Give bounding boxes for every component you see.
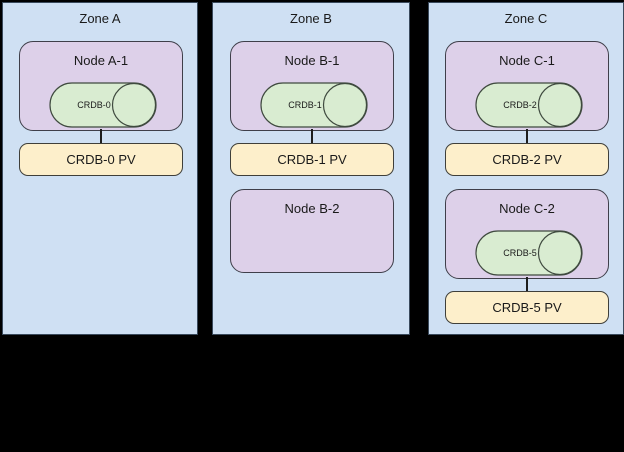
cylinder-shape-icon [475, 230, 583, 276]
node-label-b-1: Node B-1 [284, 53, 340, 68]
zone-container-a: Zone A Node A-1 CRDB-0 CRDB-0 PV [2, 2, 198, 335]
node-box-b-2: Node B-2 [230, 189, 394, 273]
zone-label-c: Zone C [504, 11, 548, 26]
pv-label-crdb-1: CRDB-1 PV [277, 151, 347, 167]
pv-label-crdb-5: CRDB-5 PV [492, 299, 562, 315]
zone-container-b: Zone B Node B-1 CRDB-1 CRDB-1 PV Node B-… [212, 2, 410, 335]
cylinder-label-crdb-2: CRDB-2 [503, 100, 537, 110]
cylinder-shape-icon [49, 82, 157, 128]
node-box-a-1: Node A-1 CRDB-0 [19, 41, 183, 131]
node-box-c-2: Node C-2 CRDB-5 [445, 189, 609, 279]
connector-node-c-2-to-pv [526, 277, 528, 292]
node-box-c-1: Node C-1 CRDB-2 [445, 41, 609, 131]
pv-label-crdb-2: CRDB-2 PV [492, 151, 562, 167]
cylinder-label-crdb-1: CRDB-1 [288, 100, 322, 110]
cylinder-shape-icon [475, 82, 583, 128]
connector-node-c-1-to-pv [526, 129, 528, 144]
node-label-a-1: Node A-1 [73, 53, 129, 68]
pv-box-crdb-2: CRDB-2 PV [445, 143, 609, 176]
connector-node-a-1-to-pv [100, 129, 102, 144]
node-label-c-2: Node C-2 [499, 201, 555, 216]
node-box-b-1: Node B-1 CRDB-1 [230, 41, 394, 131]
zone-label-a: Zone A [79, 11, 121, 26]
cylinder-shape-icon [260, 82, 368, 128]
pv-label-crdb-0: CRDB-0 PV [66, 151, 136, 167]
node-label-c-1: Node C-1 [499, 53, 555, 68]
cylinder-label-crdb-0: CRDB-0 [77, 100, 111, 110]
zone-container-c: Zone C Node C-1 CRDB-2 CRDB-2 PV Node C-… [428, 2, 624, 335]
pv-box-crdb-1: CRDB-1 PV [230, 143, 394, 176]
cylinder-label-crdb-5: CRDB-5 [503, 248, 537, 258]
node-label-b-2: Node B-2 [284, 201, 340, 216]
pv-box-crdb-5: CRDB-5 PV [445, 291, 609, 324]
zone-label-b: Zone B [290, 11, 332, 26]
pv-box-crdb-0: CRDB-0 PV [19, 143, 183, 176]
connector-node-b-1-to-pv [311, 129, 313, 144]
